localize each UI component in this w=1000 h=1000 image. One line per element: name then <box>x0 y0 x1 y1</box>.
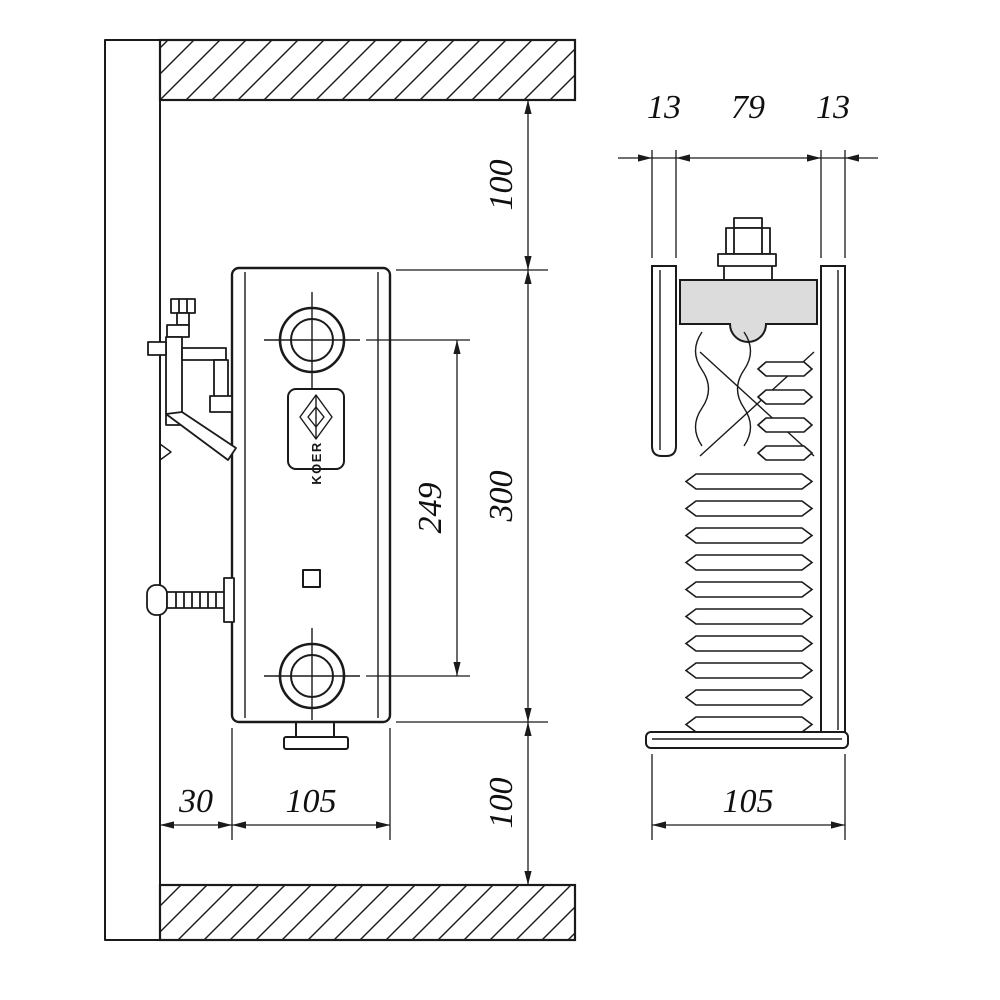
convector-slat-short <box>756 389 814 405</box>
left-side-channel <box>651 265 677 457</box>
brand-text: KOER <box>309 441 324 485</box>
bottom-pipe-port <box>264 628 360 720</box>
bottom-wall-bracket <box>146 577 235 623</box>
dimension-bottom-clearance: 100 <box>396 721 548 885</box>
dim-label-section-total: 105 <box>723 783 774 820</box>
dimension-wall-gap: 30 <box>160 728 233 840</box>
ceiling-hatch <box>158 38 577 102</box>
dimension-radiator-height: 300 <box>483 270 532 722</box>
dim-label-top-clearance: 100 <box>483 160 520 211</box>
convector-slat <box>684 500 814 517</box>
convector-slat <box>684 554 814 571</box>
side-panel-detail-square <box>302 569 321 588</box>
dim-label-bottom-clearance: 100 <box>483 778 520 829</box>
dimension-top-clearance: 100 <box>396 100 548 271</box>
koer-logo-badge: KOER <box>287 388 345 485</box>
right-side-channel <box>820 265 846 733</box>
bottom-pipe-stub <box>283 721 349 750</box>
dimension-pipe-spacing: 249 <box>366 339 470 677</box>
convector-slat <box>684 473 814 490</box>
convector-slat-short <box>756 361 814 377</box>
convector-slat-short <box>756 445 814 461</box>
upper-grille-slats <box>756 361 814 461</box>
brick-wall <box>104 39 172 941</box>
dimension-section-widths: 13 79 13 <box>618 89 878 258</box>
top-pipe-port <box>264 292 360 388</box>
water-header <box>679 279 818 343</box>
radiator-section-view <box>645 217 849 749</box>
convector-slat <box>684 635 814 652</box>
grille-slats <box>684 473 814 733</box>
dim-label-depth: 105 <box>286 783 337 820</box>
dim-label-radiator-height: 300 <box>483 471 520 523</box>
dim-label-wall-gap: 30 <box>178 783 213 820</box>
dim-label-section-center: 79 <box>731 89 765 126</box>
convector-slat <box>684 527 814 544</box>
dim-label-section-right: 13 <box>816 89 850 126</box>
convector-slat-short <box>756 417 814 433</box>
dimension-depth: 105 <box>232 728 391 840</box>
air-vent-valve <box>717 217 777 280</box>
radiator-side-view: KOER <box>230 266 392 750</box>
convector-slat <box>684 608 814 625</box>
top-wall-bracket <box>147 298 237 461</box>
convector-slat <box>684 689 814 706</box>
convector-slat <box>684 716 814 733</box>
convector-slat <box>684 662 814 679</box>
dim-label-pipe-spacing: 249 <box>412 483 449 534</box>
dimension-section-total: 105 <box>651 754 846 840</box>
base-channel <box>645 731 849 749</box>
convector-slat <box>684 581 814 598</box>
floor-hatch <box>158 883 577 942</box>
dim-label-section-left: 13 <box>647 89 681 126</box>
